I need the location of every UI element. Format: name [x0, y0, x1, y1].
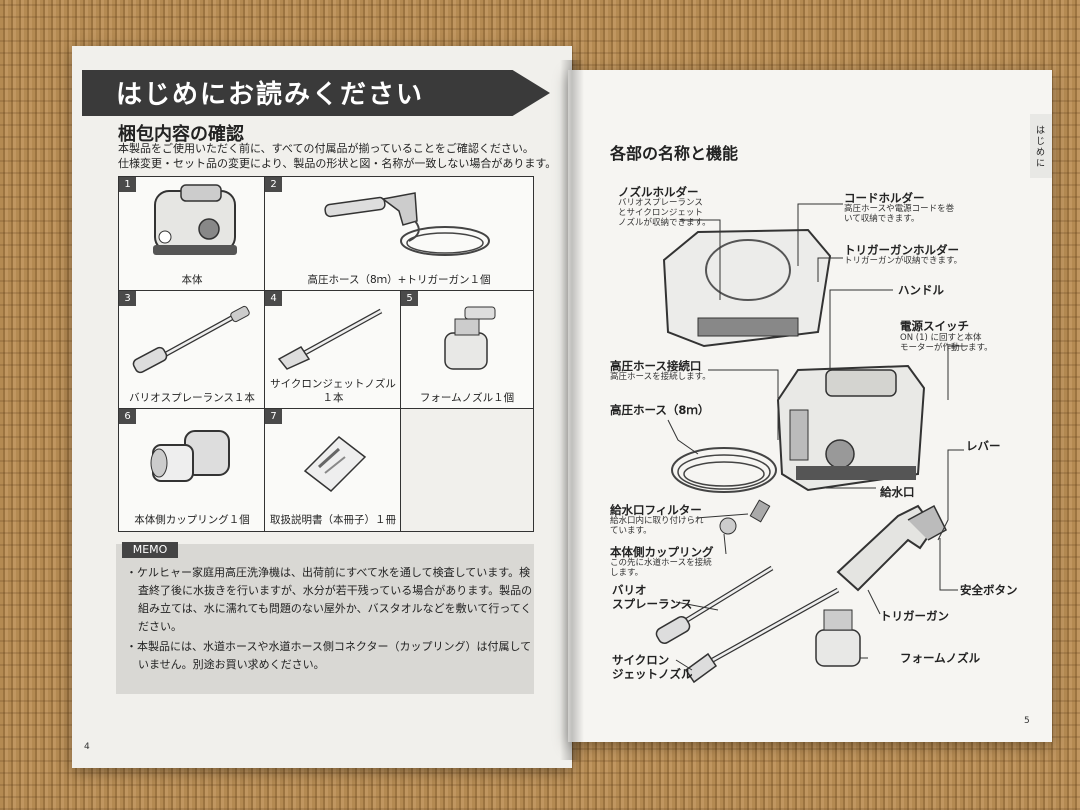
page-number: 5: [1024, 716, 1030, 726]
memo-line: ・本製品には、水道ホースや水道ホース側コネクター（カップリング）は付属して: [126, 640, 532, 653]
right-page: はじめに 各部の名称と機能: [568, 70, 1052, 742]
desc-trigger-holder: トリガーガンが収納できます。: [844, 256, 963, 266]
desc-cord-holder: 高圧ホースや電源コードを巻: [844, 204, 955, 214]
section-title: 梱包内容の確認: [118, 124, 244, 145]
desc-nozzle-holder: とサイクロンジェット: [618, 208, 703, 218]
label-foam-nozzle: フォームノズル: [900, 651, 981, 665]
label-coupling: 本体側カップリング: [610, 545, 714, 559]
desc-nozzle-holder: バリオスプレーランス: [618, 198, 703, 208]
label-cord-holder: コードホルダー: [844, 191, 925, 205]
item-cell-3: 3 バリオスプレーランス１本: [118, 290, 266, 410]
washer-back-illustration: [662, 228, 832, 348]
memo-line: 組み立ては、水に濡れても問題のない屋外か、バスタオルなどを敷いて行ってく: [138, 602, 532, 615]
desc-coupling: この先に水道ホースを接続: [610, 558, 712, 568]
banner-title: はじめにお読みください: [116, 80, 425, 110]
label-cyclone-nozzle: サイクロン: [612, 653, 670, 667]
item-number: 3: [119, 291, 136, 306]
item-caption: 本体側カップリング１個: [134, 514, 250, 526]
label-water-inlet: 給水口: [880, 485, 915, 499]
title-banner: [82, 70, 550, 116]
item-caption: 高圧ホース（8ｍ）+トリガーガン１個: [307, 274, 491, 286]
item-number: 7: [265, 409, 282, 424]
item-number: 6: [119, 409, 136, 424]
item-cell-4: 4 サイクロンジェットノズル １本: [264, 290, 402, 410]
item-cell-2: 2 高圧ホース（8ｍ）+トリガーガン１個: [264, 176, 534, 292]
desc-inlet-filter: 給水口内に取り付けられ: [610, 516, 704, 526]
label-power-switch: 電源スイッチ: [900, 319, 969, 333]
label-trigger-gun: トリガーガン: [880, 609, 949, 623]
item-cell-7: 7 取扱説明書（本冊子）１冊: [264, 408, 402, 532]
washer-body-icon: [153, 184, 237, 255]
item-caption: 取扱説明書（本冊子）１冊: [270, 514, 396, 526]
memo-line: ださい。: [138, 620, 182, 633]
item-cell-6: 6 本体側カップリング１個: [118, 408, 266, 532]
item-caption-line2: １本: [322, 392, 344, 404]
coupling-icon: [150, 430, 230, 482]
item-caption: フォームノズル１個: [419, 392, 515, 404]
label-trigger-holder: トリガーガンホルダー: [844, 243, 959, 257]
side-tab: [1030, 114, 1052, 178]
label-safety-button: 安全ボタン: [960, 583, 1018, 597]
book-gutter: [560, 60, 584, 760]
item-cell-1: 1 本体: [118, 176, 266, 292]
manual-booklet-icon: [303, 436, 367, 492]
memo-line: ・ケルヒャー家庭用高圧洗浄機は、出荷前にすべて水を通して検査しています。検: [126, 566, 531, 579]
contents-grid: 1 本体 2 高圧ホース（8ｍ）+トリガーガン１個 3: [118, 176, 534, 532]
item-number: 2: [265, 177, 282, 192]
desc-coupling: します。: [610, 568, 644, 578]
label-inlet-filter: 給水口フィルター: [610, 503, 702, 517]
desc-hose-port: 高圧ホースを接続します。: [610, 372, 711, 382]
label-hose: 高圧ホース（8ｍ）: [610, 403, 710, 417]
memo-line: いません。別途お買い求めください。: [138, 658, 325, 671]
label-lever: レバー: [966, 439, 1001, 453]
label-hose-port: 高圧ホース接続口: [610, 359, 702, 373]
desc-power-switch: ON (1) に回すと本体: [900, 333, 982, 343]
cyclone-nozzle-icon: [277, 308, 383, 370]
intro-line-1: 本製品をご使用いただく前に、すべての付属品が揃っていることをご確認ください。: [118, 142, 534, 155]
item-number: 1: [119, 177, 136, 192]
desc-cord-holder: いて収納できます。: [844, 214, 920, 224]
foam-nozzle-icon: [444, 306, 496, 370]
memo-line: 査終了後に水抜きを行いますが、水分が若干残っている場合があります。製品の: [138, 584, 533, 597]
item-number: 5: [401, 291, 418, 306]
label-vario-lance: バリオ: [612, 583, 647, 597]
item-cell-5: 5 フォームノズル１個: [400, 290, 534, 410]
side-tab-label: はじめに: [1036, 126, 1046, 169]
item-caption: サイクロンジェットノズル: [270, 378, 396, 390]
vario-lance-icon: [132, 305, 250, 374]
parts-diagram: [655, 203, 968, 684]
desc-inlet-filter: ています。: [610, 526, 652, 536]
empty-cell: [400, 408, 534, 532]
intro-line-2: 仕様変更・セット品の変更により、製品の形状と図・名称が一致しない場合があります。: [118, 157, 557, 170]
item-caption: バリオスプレーランス１本: [129, 392, 255, 404]
page-number: 4: [84, 742, 90, 752]
label-nozzle-holder: ノズルホルダー: [618, 185, 699, 199]
left-page: はじめにお読みください 梱包内容の確認 本製品をご使用いただく前に、すべての付属…: [72, 46, 572, 768]
memo-box: MEMO ・ケルヒャー家庭用高圧洗浄機は、出荷前にすべて水を通して検査しています…: [116, 542, 534, 694]
hose-and-gun-icon: [324, 192, 490, 256]
item-number: 4: [265, 291, 282, 306]
label-cyclone-nozzle: ジェットノズル: [612, 667, 693, 681]
desc-power-switch: モーターが作動します。: [900, 343, 993, 353]
section-title: 各部の名称と機能: [610, 144, 739, 163]
desc-nozzle-holder: ノズルが収納できます。: [618, 218, 711, 228]
memo-tag: MEMO: [122, 542, 178, 558]
label-handle: ハンドル: [898, 283, 944, 297]
washer-illustration: [776, 364, 926, 492]
label-vario-lance: スプレーランス: [612, 597, 693, 611]
item-caption: 本体: [181, 274, 203, 286]
